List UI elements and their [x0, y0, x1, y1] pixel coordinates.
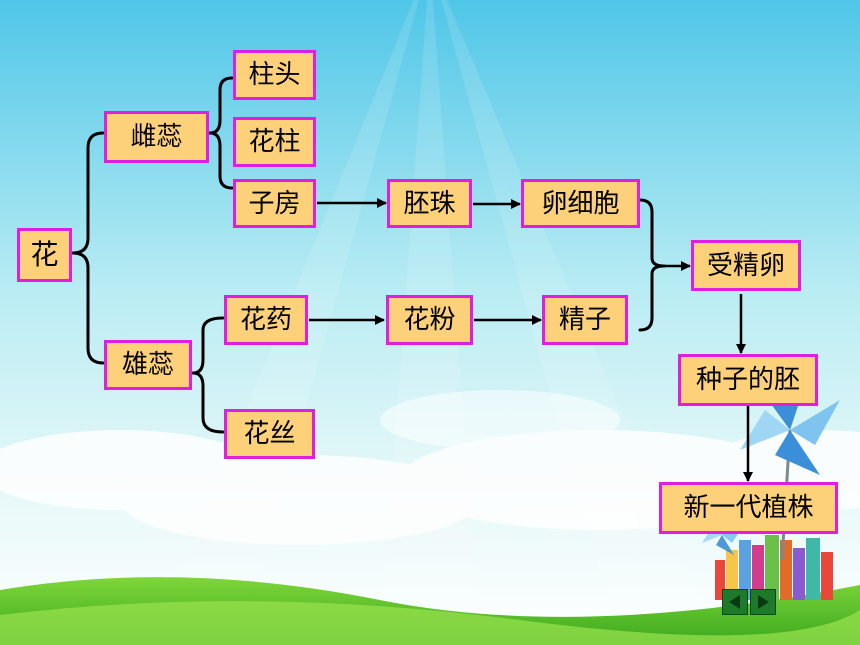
node-new-plant: 新一代植株 [659, 482, 838, 534]
node-egg-cell: 卵细胞 [521, 179, 640, 228]
next-arrow-icon [758, 595, 769, 609]
node-pollen: 花粉 [386, 295, 473, 345]
node-seed-embryo: 种子的胚 [678, 354, 818, 406]
node-stamen: 雄蕊 [104, 340, 192, 390]
node-zygote: 受精卵 [691, 240, 801, 291]
node-ovary: 子房 [233, 179, 316, 228]
node-sperm: 精子 [542, 295, 628, 345]
node-anther: 花药 [224, 295, 308, 345]
prev-arrow-icon [729, 595, 740, 609]
node-flower: 花 [17, 228, 72, 282]
prev-slide-button[interactable] [722, 589, 748, 615]
node-stigma: 柱头 [233, 50, 316, 100]
node-style: 花柱 [233, 117, 316, 167]
next-slide-button[interactable] [750, 589, 776, 615]
node-ovule: 胚珠 [387, 179, 472, 228]
node-pistil: 雌蕊 [104, 111, 209, 163]
node-filament: 花丝 [224, 409, 315, 459]
